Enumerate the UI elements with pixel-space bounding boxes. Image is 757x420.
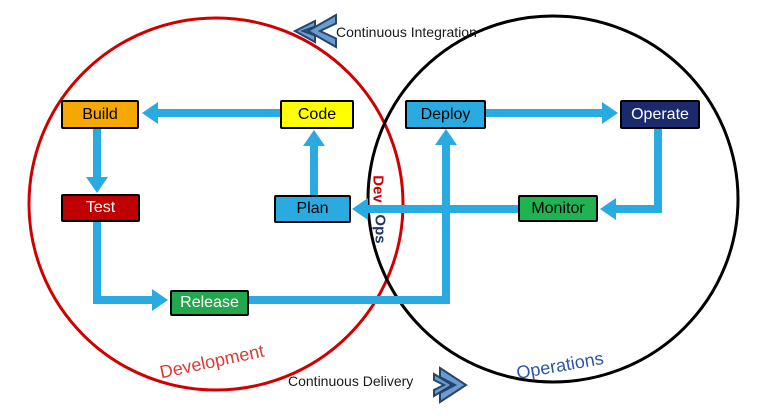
test-to-release-arrow bbox=[93, 220, 154, 304]
arrowhead-into-plan bbox=[352, 198, 368, 220]
arrowhead-into-release bbox=[152, 289, 168, 311]
chevron-left-large bbox=[305, 13, 337, 49]
build-box: Build bbox=[61, 100, 139, 129]
monitor-box: Monitor bbox=[518, 195, 598, 222]
release-box: Release bbox=[170, 290, 249, 316]
code-box: Code bbox=[280, 100, 354, 129]
chevron-right-large bbox=[439, 366, 468, 404]
flow-arrow-lines bbox=[93, 109, 662, 304]
development-circle bbox=[27, 16, 405, 392]
chevron-icons bbox=[292, 13, 468, 404]
arrowhead-into-monitor bbox=[600, 198, 616, 220]
arrowhead-into-test bbox=[86, 177, 108, 193]
arrowhead-into-operate bbox=[602, 102, 618, 124]
plan-box: Plan bbox=[274, 195, 351, 223]
continuous-delivery-label: Continuous Delivery bbox=[288, 373, 414, 389]
deploy-box: Deploy bbox=[405, 100, 486, 129]
operate-to-monitor-arrow bbox=[614, 129, 662, 213]
chevron-right-small bbox=[433, 372, 454, 398]
test-box: Test bbox=[61, 194, 140, 222]
dev-lens-label: Dev bbox=[369, 175, 387, 203]
arrowhead-into-deploy bbox=[435, 129, 457, 145]
continuous-integration-label: Continuous Integration bbox=[336, 24, 477, 40]
ops-lens-label: Ops bbox=[371, 214, 389, 244]
flow-arrow-heads bbox=[86, 102, 618, 311]
arrowhead-into-code bbox=[303, 130, 325, 146]
double-chevron-right-icon bbox=[433, 366, 468, 404]
double-chevron-left-icon bbox=[292, 13, 337, 49]
release-to-deploy-arrow bbox=[248, 143, 450, 304]
operate-box: Operate bbox=[620, 100, 700, 129]
arrowhead-into-build bbox=[142, 102, 158, 124]
